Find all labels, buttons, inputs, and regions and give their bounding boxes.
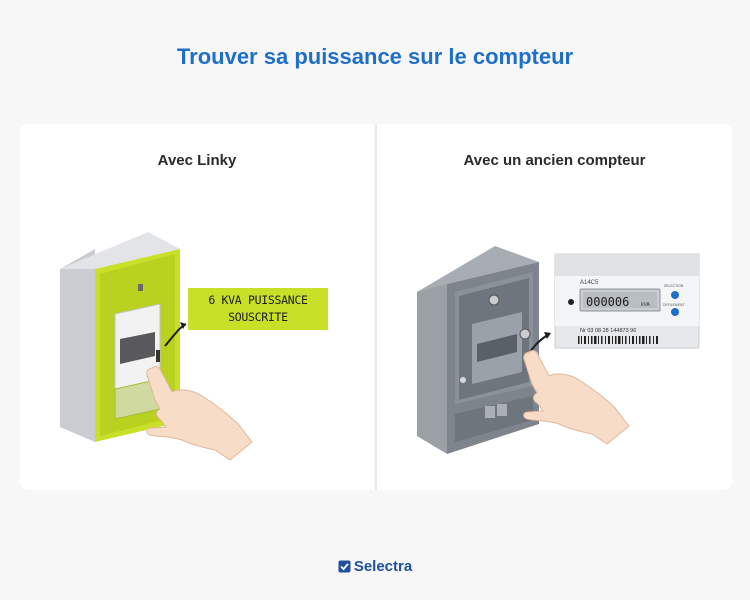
barcode-icon: [578, 336, 658, 344]
callout-line-1: 6 KVA PUISSANCE: [208, 293, 308, 307]
linky-card: Avec Linky 6 KVA PUISSANCE SOUSCRITE: [20, 124, 374, 490]
hand-icon-2: [523, 350, 630, 445]
linky-meter: [60, 232, 180, 442]
meter-display-unit: kVA: [641, 302, 650, 308]
old-meter-cabinet: [417, 246, 539, 454]
brand-name: Selectra: [353, 558, 413, 575]
button-top-label: SELECTION: [664, 284, 684, 288]
power-callout: 6 KVA PUISSANCE SOUSCRITE: [188, 288, 328, 330]
page-title: Trouver sa puissance sur le compteur: [176, 44, 574, 69]
callout-line-2: SOUSCRITE: [228, 310, 288, 324]
meter-model: A14C5: [580, 280, 599, 286]
old-meter-card-title: Avec un ancien compteur: [463, 152, 646, 169]
meter-serial: Nr 03 08 28 144873 96: [580, 328, 636, 334]
hand-icon: [146, 366, 253, 461]
meter-zoom-panel: [554, 253, 700, 349]
linky-meter-illustration: [60, 232, 253, 461]
old-meter-illustration: A14C5 000006 kVA SELECTION DEFILEMENT Nr…: [417, 246, 700, 454]
meter-display-value: 000006: [586, 295, 629, 309]
check-icon: [338, 560, 351, 577]
card-divider: [375, 124, 377, 490]
old-meter-card: Avec un ancien compteur: [377, 124, 732, 490]
brand-logo: Selectra: [0, 558, 750, 577]
button-bottom-label: DEFILEMENT: [663, 303, 684, 307]
linky-card-title: Avec Linky: [157, 152, 237, 169]
